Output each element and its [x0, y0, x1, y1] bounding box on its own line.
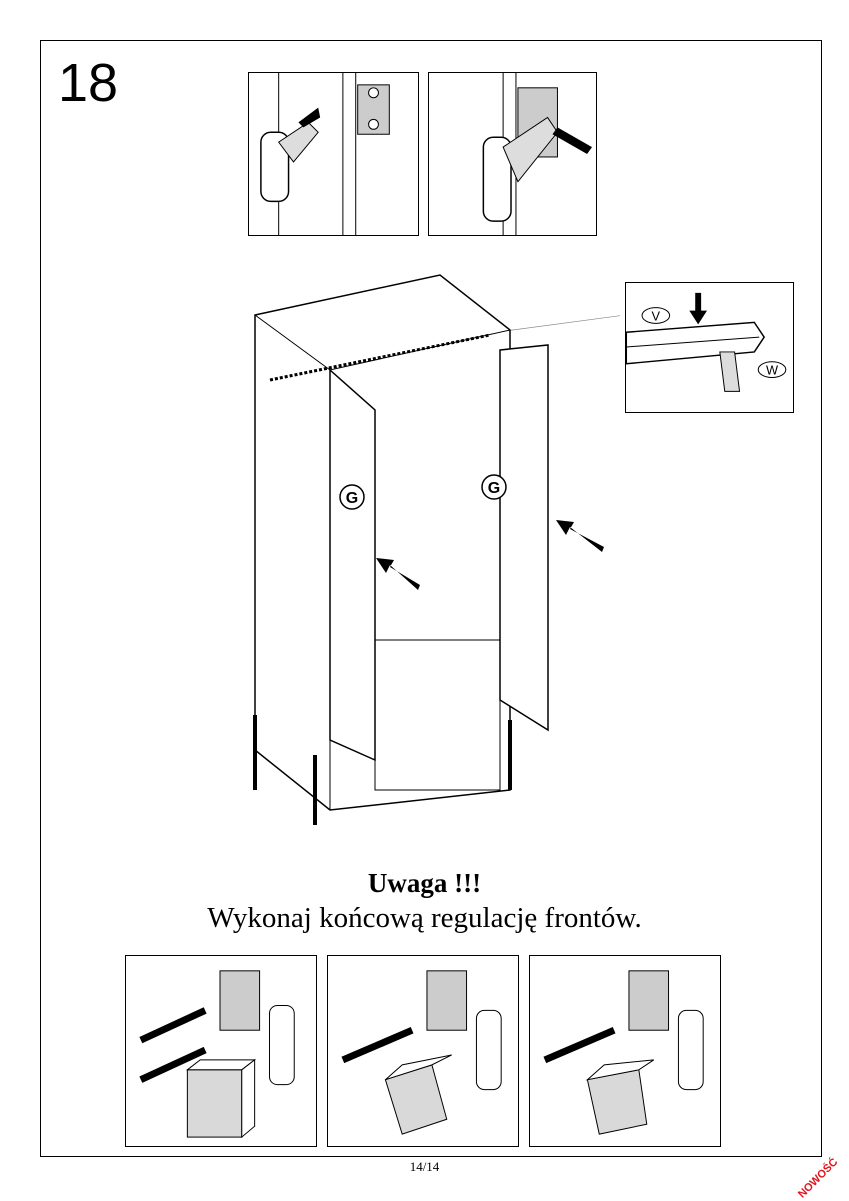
- adjust-depth-illustration: [327, 955, 519, 1147]
- door-label-right: G: [488, 480, 500, 497]
- page-number: 14/14: [409, 1159, 440, 1174]
- door-label-left: G: [346, 490, 358, 507]
- adjust-side-illustration: [529, 955, 721, 1147]
- rail-label: V: [652, 308, 661, 323]
- adjust-height-illustration: [125, 955, 317, 1147]
- page-frame: [40, 40, 822, 1157]
- arrow-icon: [556, 520, 604, 552]
- step-number: 18: [58, 53, 119, 113]
- hinge-screw-illustration: [428, 72, 597, 236]
- notice-title: Uwaga !!!: [367, 868, 482, 898]
- notice-text: Wykonaj końcową regulację frontów.: [207, 902, 642, 934]
- wardrobe-illustration: G G: [253, 274, 620, 825]
- rail-detail-inset: V W: [625, 282, 794, 413]
- arrow-icon: [376, 558, 420, 590]
- bracket-label: W: [766, 363, 779, 378]
- hinge-attach-illustration: [248, 72, 419, 236]
